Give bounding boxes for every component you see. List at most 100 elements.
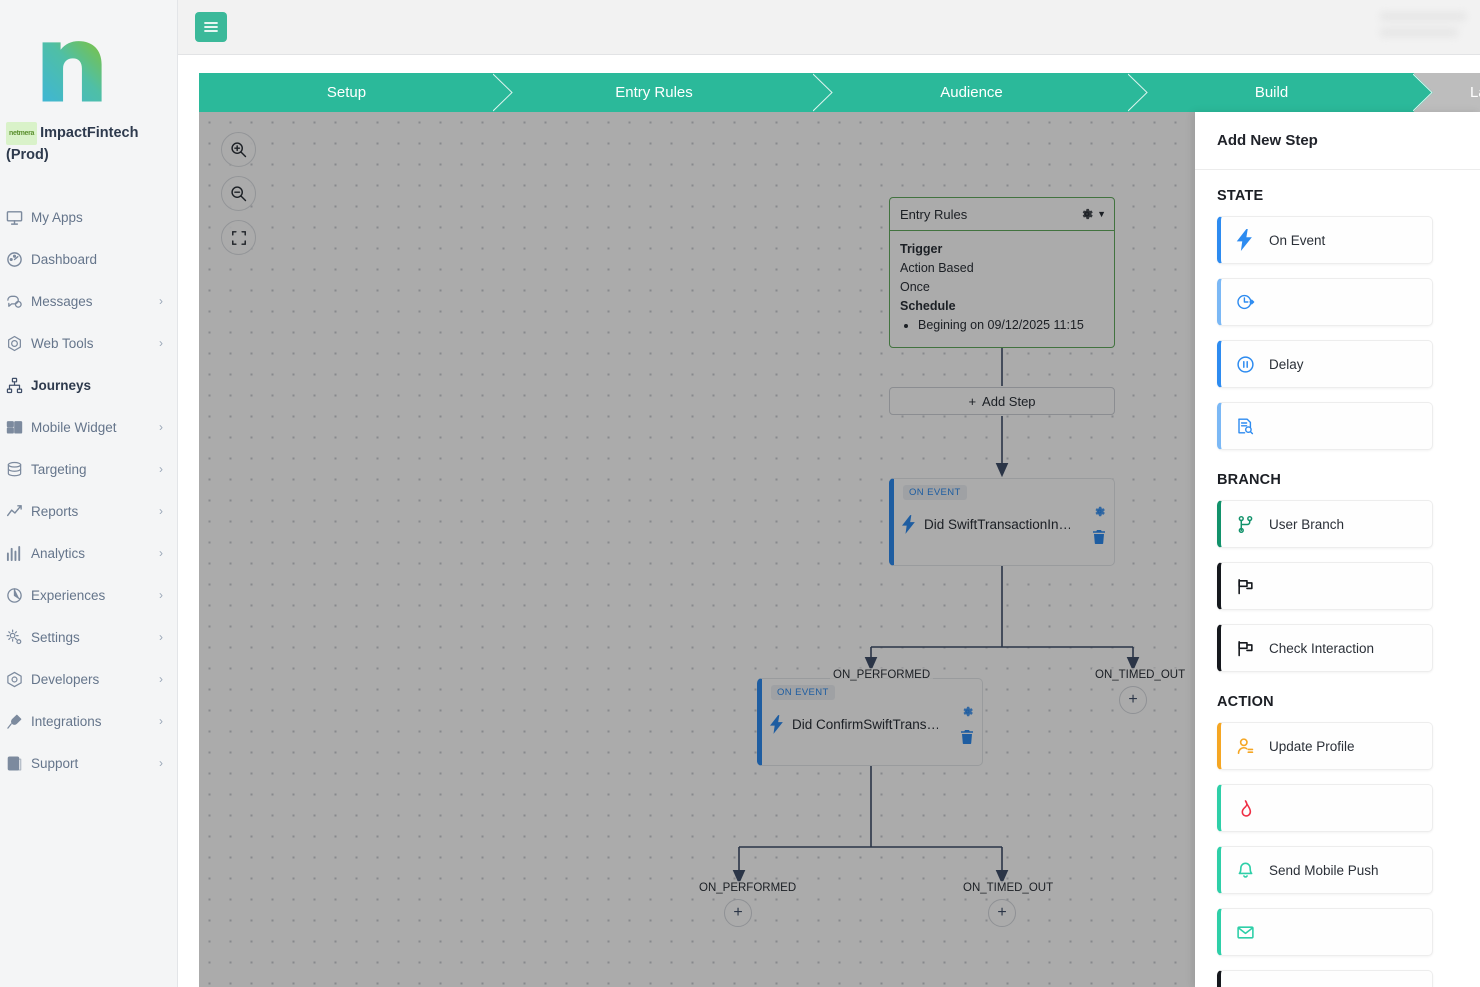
- entry-rules-title: Entry Rules: [900, 206, 968, 222]
- step-card-user-branch[interactable]: User Branch: [1217, 500, 1433, 548]
- envelope-icon: [1221, 923, 1269, 942]
- wizard-step-entry-rules[interactable]: Entry Rules: [494, 73, 833, 112]
- chevron-right-icon: ›: [159, 294, 163, 308]
- fit-screen-icon[interactable]: [221, 220, 256, 255]
- edge-label-on-timed-out-2: ON_TIMED_OUT: [960, 881, 1057, 895]
- node-settings-icon[interactable]: [1093, 505, 1106, 523]
- hamburger-icon[interactable]: [195, 12, 227, 42]
- wizard-step-build[interactable]: Build: [1129, 73, 1433, 112]
- sidebar-item-support[interactable]: Support›: [0, 742, 177, 784]
- sidebar-item-label: My Apps: [31, 209, 83, 225]
- sidebar-item-reports[interactable]: Reports ›: [0, 490, 177, 532]
- entry-rules-settings-button[interactable]: ▼: [1080, 207, 1106, 221]
- step-card-delay[interactable]: Delay: [1217, 340, 1433, 388]
- sidebar-item-dashboard[interactable]: Dashboard: [0, 238, 177, 280]
- bell-icon: [1221, 861, 1269, 880]
- branch-icon: [1221, 515, 1269, 534]
- sidebar-item-my-apps[interactable]: My Apps: [0, 196, 177, 238]
- add-branch-node-timed-out-2[interactable]: +: [988, 899, 1016, 927]
- netmera-logo: [0, 0, 177, 112]
- sidebar-item-targeting[interactable]: Targeting›: [0, 448, 177, 490]
- step-card-flag[interactable]: [1217, 562, 1433, 610]
- user-account-blurred[interactable]: [1380, 12, 1472, 46]
- sidebar-item-label: Reports: [31, 503, 79, 519]
- step-card-label: Check Interaction: [1269, 640, 1375, 656]
- dashboard-icon: [6, 251, 28, 267]
- chevron-right-icon: ›: [159, 420, 163, 434]
- sidebar-item-label: Support: [31, 755, 79, 771]
- sidebar-item-label: Developers: [31, 671, 100, 687]
- sidebar-item-analytics[interactable]: Analytics ›: [0, 532, 177, 574]
- edge-label-on-performed-1: ON_PERFORMED: [830, 668, 934, 682]
- wizard-step-label: Build: [1254, 84, 1289, 101]
- flow-nodes: Entry Rules ▼ Trigger Action Based Onc: [199, 112, 1195, 987]
- flow-edges: [732, 302, 1140, 885]
- support-icon: [6, 755, 28, 771]
- sidebar-item-integrations[interactable]: Integrations›: [0, 700, 177, 742]
- node-settings-icon[interactable]: [961, 705, 974, 723]
- panel-title: Add New Step: [1195, 112, 1480, 170]
- chevron-right-icon: ›: [159, 504, 163, 518]
- step-arrow-icon: [1128, 73, 1148, 112]
- wizard-step-label: Setup: [326, 84, 367, 101]
- step-card-in-app-message[interactable]: In App Message: [1217, 970, 1433, 987]
- node-delete-icon[interactable]: [1093, 530, 1106, 549]
- analytics-icon: [6, 545, 28, 561]
- edge-label-on-timed-out-1: ON_TIMED_OUT: [1092, 668, 1189, 682]
- wizard-step-setup[interactable]: Setup: [199, 73, 513, 112]
- sidebar-item-journeys[interactable]: Journeys: [0, 364, 177, 406]
- step-card-label: On Event: [1269, 232, 1326, 248]
- node-chip: ON EVENT: [771, 685, 835, 700]
- step-card-label: Send Mobile Push: [1269, 862, 1379, 878]
- add-branch-node-performed-2[interactable]: +: [724, 899, 752, 927]
- add-step-label: Add Step: [982, 393, 1036, 409]
- entry-rules-node[interactable]: Entry Rules ▼ Trigger Action Based Onc: [889, 197, 1115, 348]
- sidebar-item-experiences[interactable]: Experiences›: [0, 574, 177, 616]
- flow-node-on-event-1[interactable]: ON EVENT Did SwiftTransactionIn…: [889, 478, 1115, 566]
- sidebar-item-settings[interactable]: Settings›: [0, 616, 177, 658]
- step-card-update-profile[interactable]: Update Profile: [1217, 722, 1433, 770]
- zoom-in-icon[interactable]: [221, 132, 256, 167]
- step-card-clock[interactable]: [1217, 278, 1433, 326]
- sidebar-item-label: Web Tools: [31, 335, 94, 351]
- step-arrow-icon: [813, 73, 833, 112]
- sidebar-item-developers[interactable]: Developers›: [0, 658, 177, 700]
- zoom-out-icon[interactable]: [221, 176, 256, 211]
- step-card-envelope[interactable]: [1217, 908, 1433, 956]
- flag-icon: [1221, 639, 1269, 658]
- add-branch-node-timed-out-1[interactable]: +: [1119, 686, 1147, 714]
- node-delete-icon[interactable]: [961, 730, 974, 749]
- step-card-doc-search[interactable]: [1217, 402, 1433, 450]
- node-chip: ON EVENT: [903, 485, 967, 500]
- reports-icon: [6, 503, 28, 519]
- add-step-button[interactable]: + Add Step: [889, 387, 1115, 415]
- trigger-label: Trigger: [900, 242, 943, 256]
- sidebar-item-label: Messages: [31, 293, 93, 309]
- sidebar-item-mobile-widget[interactable]: Mobile Widget›: [0, 406, 177, 448]
- sidebar-item-web-tools[interactable]: Web Tools›: [0, 322, 177, 364]
- wizard-step-audience[interactable]: Audience: [814, 73, 1148, 112]
- schedule-label: Schedule: [900, 299, 956, 313]
- step-card-check-interaction[interactable]: Check Interaction: [1217, 624, 1433, 672]
- bolt-icon: [902, 514, 924, 534]
- sidebar-item-messages[interactable]: Messages ›: [0, 280, 177, 322]
- sidebar-item-label: Dashboard: [31, 251, 98, 267]
- step-card-flame[interactable]: [1217, 784, 1433, 832]
- user-edit-icon: [1221, 737, 1269, 756]
- chevron-right-icon: ›: [159, 546, 163, 560]
- entry-rules-body: Trigger Action Based Once Schedule Begin…: [890, 231, 1114, 347]
- brand-name: ImpactFintech: [40, 125, 139, 141]
- wizard-step-label: Audience: [940, 84, 1003, 101]
- step-card-on-event[interactable]: On Event: [1217, 216, 1433, 264]
- chevron-down-icon: ▼: [1097, 209, 1106, 219]
- journey-canvas[interactable]: Entry Rules ▼ Trigger Action Based Onc: [199, 112, 1195, 987]
- sidebar-item-label: Analytics: [31, 545, 86, 561]
- step-card-send-mobile-push[interactable]: Send Mobile Push: [1217, 846, 1433, 894]
- sidebar-item-label: Integrations: [31, 713, 102, 729]
- flow-node-label: Did ConfirmSwiftTrans…: [792, 716, 938, 732]
